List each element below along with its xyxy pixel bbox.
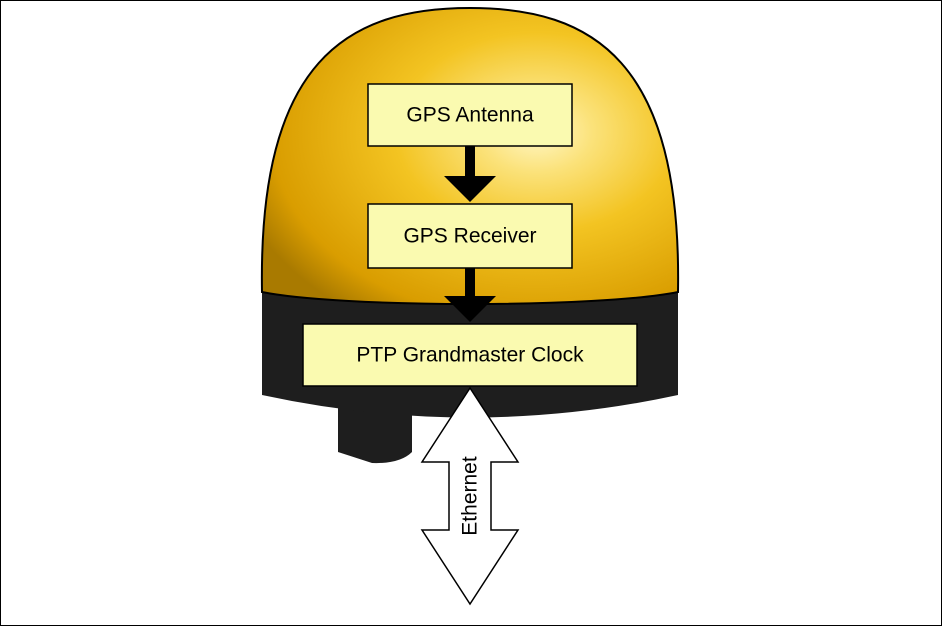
ptp-grandmaster-clock-label: PTP Grandmaster Clock <box>356 344 584 367</box>
gps-antenna-label: GPS Antenna <box>406 104 534 127</box>
arrow-antenna-to-receiver <box>444 146 496 202</box>
gps-antenna-box <box>367 83 573 147</box>
ethernet-label: Ethernet <box>459 456 482 536</box>
gps-receiver-label: GPS Receiver <box>403 225 536 248</box>
gps-receiver-box <box>367 203 573 269</box>
ptp-grandmaster-clock-box <box>302 323 638 387</box>
ethernet-double-arrow <box>420 386 520 606</box>
arrow-receiver-to-clock <box>444 268 496 322</box>
mount-bracket <box>338 402 412 464</box>
